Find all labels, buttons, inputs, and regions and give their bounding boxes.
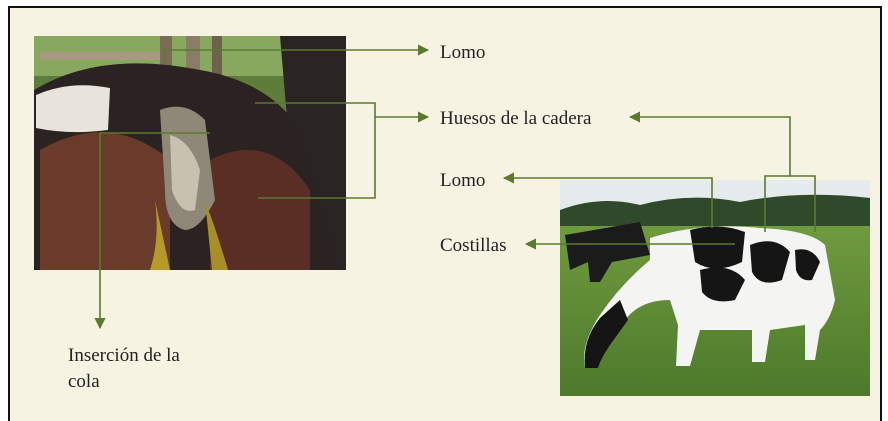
label-lomo-middle: Lomo <box>440 170 486 191</box>
rear-cow-photo <box>34 36 346 271</box>
label-costillas: Costillas <box>440 235 507 256</box>
side-cow-photo <box>560 180 870 396</box>
label-lomo-top: Lomo <box>440 42 486 63</box>
label-insercion-de-la-cola: Inserción de la cola <box>68 345 180 392</box>
arrows <box>94 44 816 330</box>
label-huesos-de-la-cadera: Huesos de la cadera <box>440 108 592 129</box>
